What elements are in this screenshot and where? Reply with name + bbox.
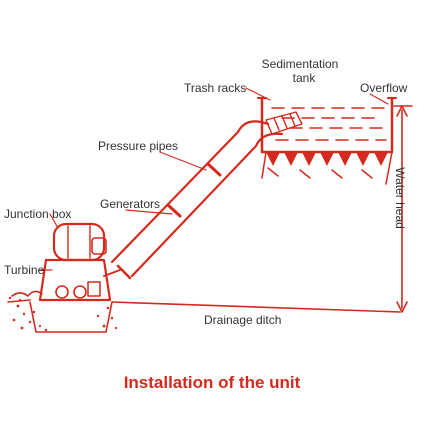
foundation [7,290,401,333]
label-trash-racks: Trash racks [184,81,246,95]
label-junction-box: Junction box [4,207,71,221]
label-overflow: Overflow [360,81,408,95]
label-water-head: Water head [393,167,407,229]
label-generators: Generators [100,197,160,211]
turbine-housing [38,258,121,302]
label-tank: tank [293,71,317,85]
label-sedimentation: Sedimentation [262,57,339,71]
diagram-caption: Installation of the unit [124,373,301,392]
label-drainage-ditch: Drainage ditch [204,313,281,327]
trash-racks [265,111,303,135]
sedimentation-tank [257,96,397,185]
label-leaders [39,87,389,271]
generator-unit [52,222,107,262]
tank-water [271,107,387,141]
label-turbine: Turbine [4,263,45,277]
tank-hoppers [266,152,388,166]
pressure-pipe [110,120,284,280]
label-pressure-pipes: Pressure pipes [98,139,178,153]
tank-supports [261,151,393,185]
water-head-dimension [393,105,413,313]
foundation-texture [8,296,118,332]
